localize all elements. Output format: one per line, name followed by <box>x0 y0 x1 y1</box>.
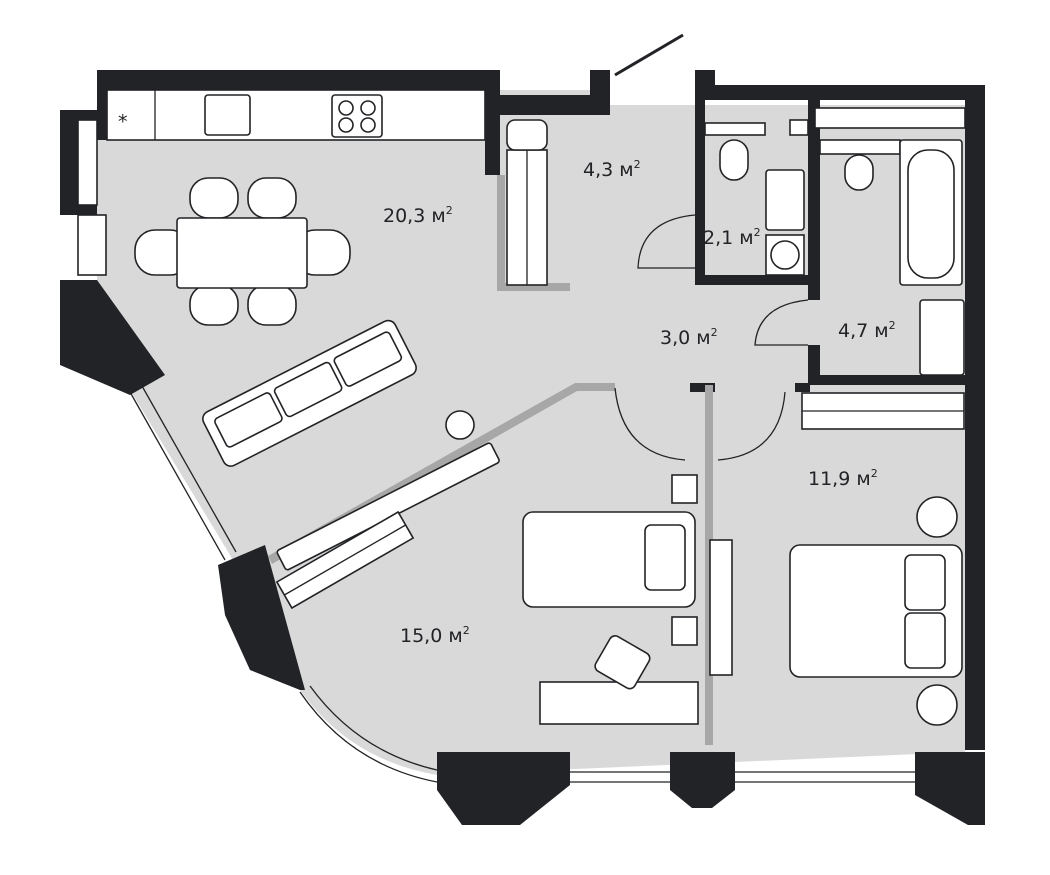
walls <box>60 70 985 825</box>
svg-text:4,3 м2: 4,3 м2 <box>583 158 641 181</box>
windows <box>129 385 915 783</box>
room-label-bathroom: 4,7 м2 <box>838 319 896 342</box>
toilet-icon <box>719 139 749 181</box>
washbasin-icon <box>919 299 965 376</box>
svg-text:11,9 м2: 11,9 м2 <box>808 467 878 490</box>
room-label-kitchen-living: 20,3 м2 <box>383 204 453 227</box>
cooktop-icon <box>331 94 383 138</box>
single-bed <box>522 474 698 646</box>
wardrobe-bedroom <box>801 392 965 430</box>
wardrobe-room <box>275 510 415 610</box>
room-label-room: 15,0 м2 <box>400 624 470 647</box>
door-swings[interactable] <box>614 214 809 461</box>
oven-icon <box>77 119 98 206</box>
washbasin-icon <box>765 169 805 231</box>
svg-text:4,7 м2: 4,7 м2 <box>838 319 896 342</box>
room-label-corridor: 3,0 м2 <box>660 326 718 349</box>
svg-text:15,0 м2: 15,0 м2 <box>400 624 470 647</box>
room-label-hallway: 4,3 м2 <box>583 158 641 181</box>
svg-text:2,1 м2: 2,1 м2 <box>703 226 761 249</box>
kitchen-counter: * <box>77 89 486 276</box>
plant-icon <box>445 410 475 440</box>
toilet-icon <box>844 154 874 191</box>
bathroom-fixtures <box>814 107 966 376</box>
bedroom-shelf <box>709 539 733 676</box>
svg-text:20,3 м2: 20,3 м2 <box>383 204 453 227</box>
room-label-toilet: 2,1 м2 <box>703 226 761 249</box>
sofa <box>202 319 417 467</box>
room-label-bedroom: 11,9 м2 <box>808 467 878 490</box>
svg-text:3,0 м2: 3,0 м2 <box>660 326 718 349</box>
dining-table <box>134 177 351 326</box>
sink-icon <box>204 94 251 136</box>
fridge-icon: * <box>118 111 128 133</box>
entrance-door[interactable] <box>614 33 684 77</box>
toilet-fixtures <box>704 119 809 276</box>
double-bed <box>789 496 963 726</box>
desk <box>539 635 699 725</box>
wardrobe-hall <box>506 119 548 286</box>
